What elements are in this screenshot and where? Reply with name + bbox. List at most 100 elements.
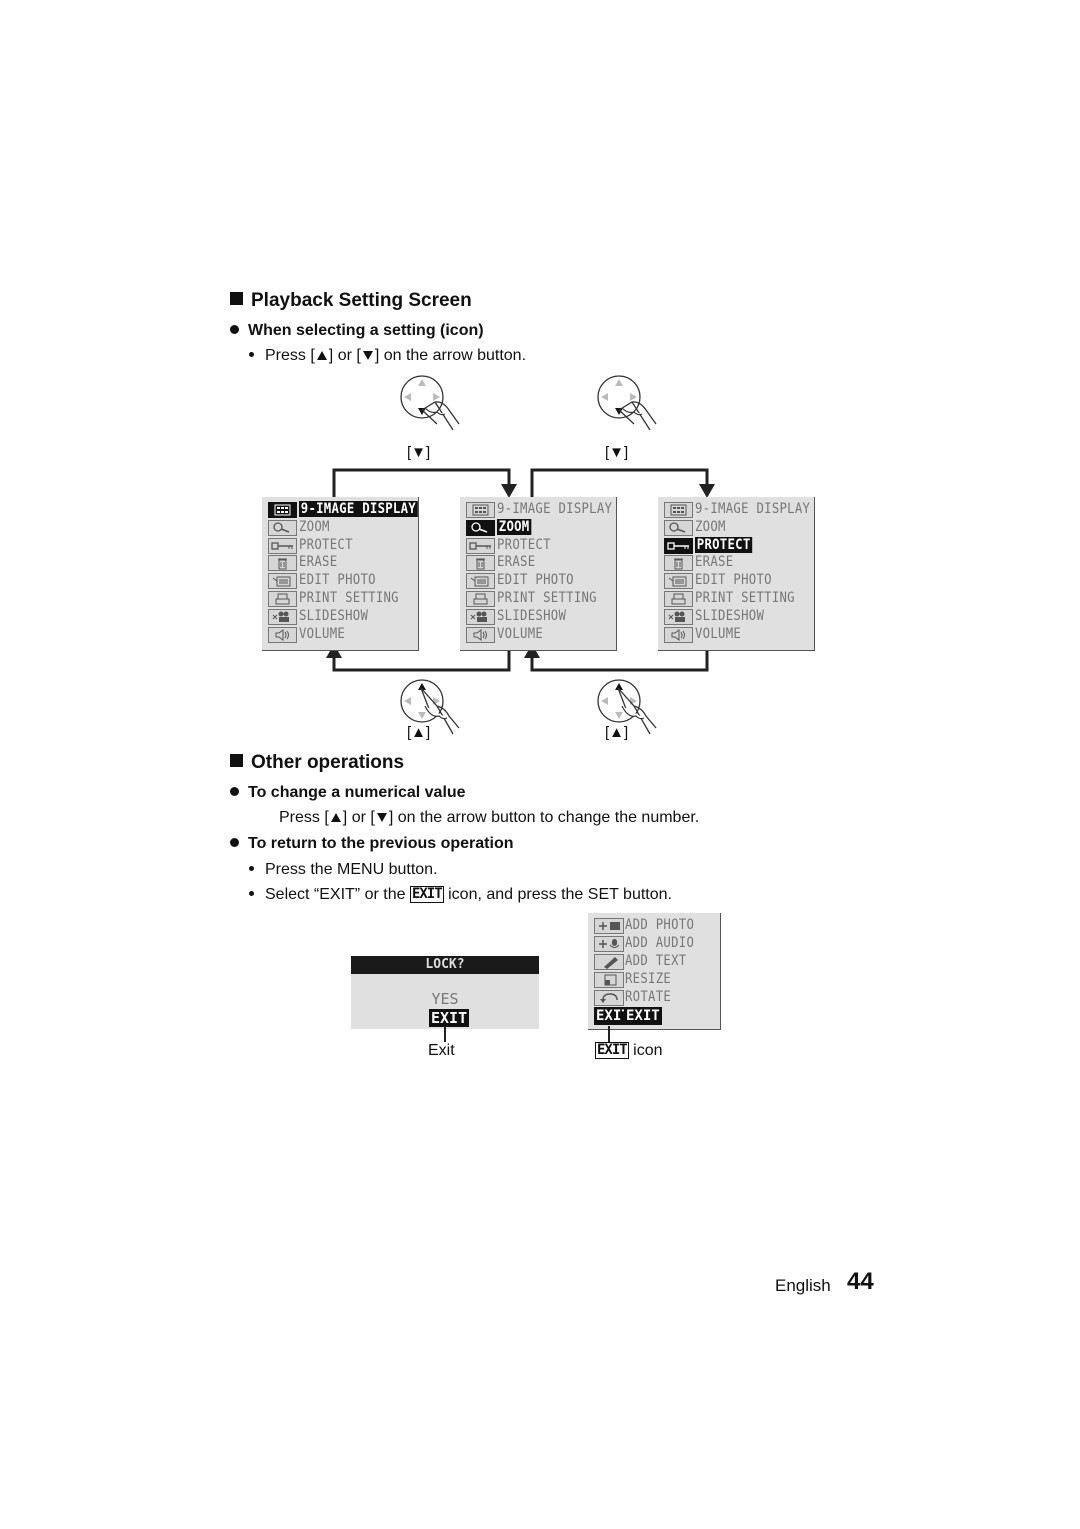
edit-item-add-photo: ADD PHOTO (594, 917, 746, 935)
exit-icon: EXIT (595, 1042, 629, 1059)
edit-item-label: ADD AUDIO (625, 935, 695, 951)
edit-item-resize: RESIZE (594, 971, 746, 989)
trash-icon (268, 555, 297, 572)
exit-icon-caption: EXIT icon (595, 1042, 663, 1059)
edit-item-add-audio: ADD AUDIO (594, 935, 746, 953)
menu-item-label: EDIT PHOTO (299, 572, 376, 589)
menu-item-volume: VOLUME (466, 625, 618, 644)
small-bullet-icon (249, 866, 254, 871)
menu-item-slideshow: SLIDESHOW (268, 608, 420, 626)
menu-item-label: 9-IMAGE DISPLAY (695, 501, 811, 517)
arrow-down-icon (501, 484, 517, 498)
printer-icon (466, 591, 495, 607)
film-icon (664, 608, 693, 625)
film-icon (466, 608, 495, 625)
menu-item-print-setting: PRINT SETTING (268, 590, 420, 608)
arrow-up-icon (326, 644, 342, 658)
edit-item-label: ROTATE (625, 989, 672, 1005)
menu-item-label: PRINT SETTING (299, 590, 399, 606)
instruction-press-menu: Press the MENU button. (249, 861, 438, 879)
menu-item-label: PRINT SETTING (695, 590, 795, 606)
menu-item-label: ERASE (695, 554, 734, 571)
edit-icon (664, 573, 693, 590)
plus-mic-icon (594, 936, 624, 952)
callout-line (608, 1026, 610, 1042)
menu-item-label: ZOOM (695, 518, 726, 535)
instruction-select-exit: Select “EXIT” or the EXIT icon, and pres… (249, 886, 672, 904)
menu-item-label: 9-IMAGE DISPLAY (299, 501, 418, 517)
menu-item-protect: PROTECT (268, 537, 420, 555)
menu-item-slideshow: SLIDESHOW (664, 608, 816, 626)
subheading-return-previous: To return to the previous operation (230, 835, 514, 853)
arrow-pad-press-down-icon (597, 375, 657, 431)
menu-item-zoom: ZOOM (664, 518, 816, 537)
bullet-icon (230, 325, 239, 334)
grid-icon (664, 502, 693, 518)
subheading-change-value: To change a numerical value (230, 784, 466, 802)
arrow-up-icon (524, 644, 540, 658)
menu-item-zoom: ZOOM (268, 518, 420, 537)
trash-icon (664, 555, 693, 572)
pencil-icon (594, 954, 624, 970)
section-title-playback: Playback Setting Screen (230, 290, 472, 312)
speaker-icon (268, 626, 297, 643)
subheading-selecting-setting: When selecting a setting (icon) (230, 322, 484, 340)
menu-item-edit-photo: EDIT PHOTO (268, 572, 420, 590)
edit-icon (466, 573, 495, 590)
menu-item-zoom: ZOOM (466, 518, 618, 537)
up-key-label: [▲] (605, 724, 629, 741)
menu-item-protect: PROTECT (466, 536, 618, 555)
edit-item-label: RESIZE (625, 971, 672, 987)
menu-item-label: SLIDESHOW (497, 607, 567, 624)
speaker-icon (466, 626, 495, 643)
down-key-label: [▼] (605, 444, 629, 461)
menu-item-erase: ERASE (664, 554, 816, 572)
up-key-label: [▲] (407, 724, 431, 741)
magnifier-icon (664, 519, 693, 536)
menu-item-label: ZOOM (497, 518, 532, 535)
square-bullet-icon (230, 292, 243, 305)
magnifier-icon (466, 519, 495, 536)
arrow-down-icon (699, 484, 715, 498)
printer-icon (664, 591, 693, 607)
menu-item-label: VOLUME (497, 625, 544, 642)
menu-item-label: EDIT PHOTO (695, 572, 772, 589)
magnifier-icon (268, 519, 297, 536)
menu-item-label: VOLUME (299, 625, 346, 642)
edit-menu-screen: ADD PHOTO ADD AUDIO ADD TEXT RESIZE ROTATE E… (588, 913, 721, 1030)
edit-icon (268, 573, 297, 590)
key-icon (268, 537, 297, 554)
trash-icon (466, 555, 495, 572)
menu-item-label: ZOOM (299, 518, 330, 535)
edit-item-add-text: ADD TEXT (594, 953, 746, 971)
resize-icon (594, 972, 624, 988)
menu-item-erase: ERASE (268, 554, 420, 572)
menu-item-label: PRINT SETTING (497, 590, 597, 606)
key-icon (466, 537, 495, 554)
page-number: 44 (847, 1268, 874, 1295)
plus-photo-icon (594, 918, 624, 934)
exit-icon: EXIT (594, 1007, 632, 1025)
lock-header: LOCK? (351, 956, 539, 974)
menu-item-label: PROTECT (695, 536, 753, 553)
menu-item-9-image-display: 9-IMAGE DISPLAY (466, 501, 618, 519)
footer-language: English (775, 1276, 831, 1295)
speaker-icon (664, 626, 693, 643)
rotate-icon (594, 990, 624, 1006)
menu-item-volume: VOLUME (664, 626, 816, 644)
section-title-other-operations: Other operations (230, 752, 404, 774)
menu-item-edit-photo: EDIT PHOTO (664, 572, 816, 590)
grid-icon (268, 502, 297, 518)
grid-icon (466, 502, 495, 518)
menu-item-protect: PROTECT (664, 536, 816, 555)
edit-item-label: ADD PHOTO (625, 917, 695, 933)
arrow-pad-press-up-icon (597, 679, 657, 735)
menu-item-edit-photo: EDIT PHOTO (466, 572, 618, 590)
menu-item-label: PROTECT (497, 536, 551, 553)
edit-item-label: ADD TEXT (625, 953, 687, 969)
lock-screen: LOCK? YES EXIT (351, 956, 539, 1029)
down-triangle-icon (376, 813, 387, 822)
instruction-change-number: Press [] or [] on the arrow button to ch… (279, 809, 700, 826)
